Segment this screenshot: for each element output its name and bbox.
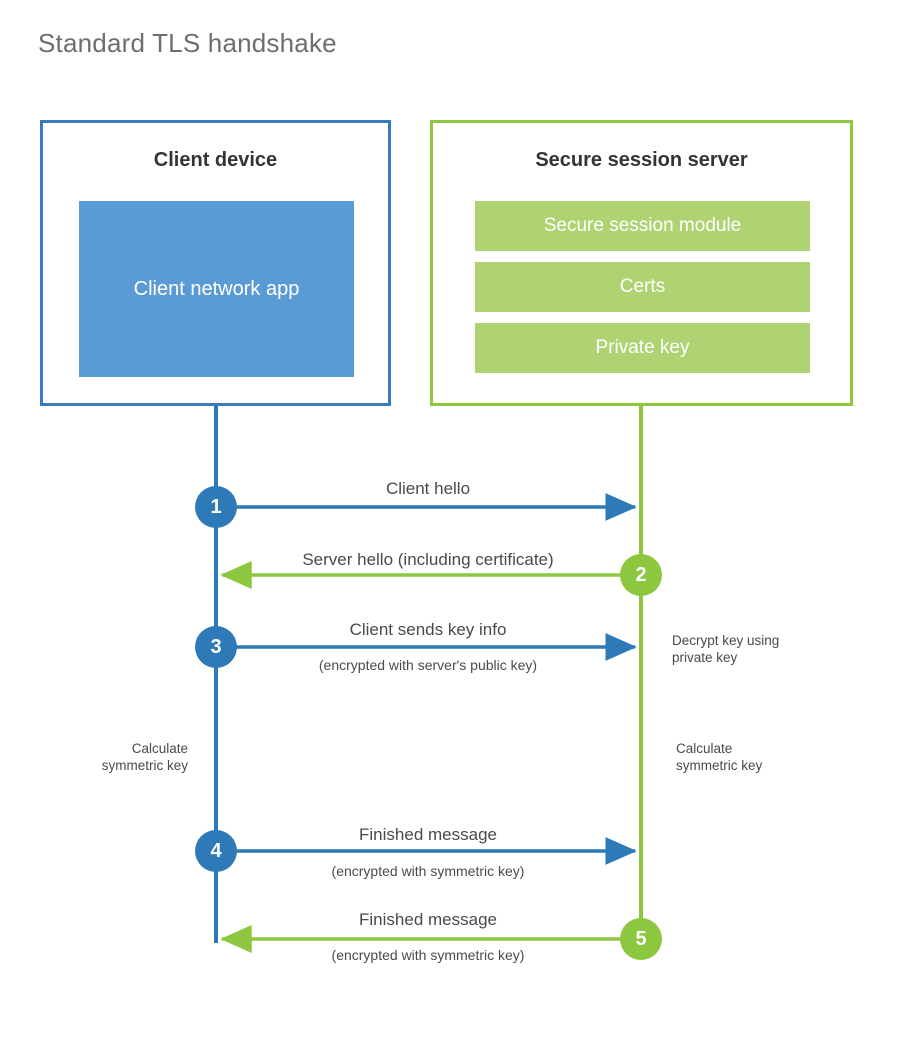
- page-title: Standard TLS handshake: [38, 28, 337, 58]
- step-circle-3[interactable]: 3: [195, 626, 237, 668]
- annotation-decrypt-key: Decrypt key using private key: [672, 633, 780, 665]
- message-sublabel-step-4: (encrypted with symmetric key): [331, 863, 525, 879]
- message-label-step-2: Server hello (including certificate): [302, 550, 554, 569]
- secure-session-server-box: Secure session server Secure session mod…: [430, 120, 853, 406]
- message-sublabel-step-3: (encrypted with server's public key): [318, 657, 538, 673]
- annotation-client-calculate-symmetric-key: Calculate symmetric key: [101, 741, 188, 773]
- step-circle-4[interactable]: 4: [195, 830, 237, 872]
- message-label-step-5: Finished message: [359, 910, 497, 929]
- client-lifeline: [214, 406, 218, 943]
- client-device-box: Client device Client network app: [40, 120, 391, 406]
- message-label-step-4: Finished message: [359, 825, 497, 844]
- step-circle-1[interactable]: 1: [195, 486, 237, 528]
- server-component-certs: Certs: [475, 262, 810, 312]
- server-component-private-key: Private key: [475, 323, 810, 373]
- message-label-step-3: Client sends key info: [349, 620, 507, 639]
- step-circle-2[interactable]: 2: [620, 554, 662, 596]
- server-component-list: Secure session module Certs Private key: [475, 201, 810, 384]
- server-component-secure-session-module: Secure session module: [475, 201, 810, 251]
- server-lifeline: [639, 406, 643, 939]
- client-network-app-block: Client network app: [79, 201, 354, 377]
- step-circle-5[interactable]: 5: [620, 918, 662, 960]
- annotation-server-calculate-symmetric-key: Calculate symmetric key: [676, 741, 763, 773]
- secure-session-server-title: Secure session server: [535, 149, 748, 171]
- message-label-step-1: Client hello: [385, 479, 471, 498]
- message-sublabel-step-5: (encrypted with symmetric key): [331, 947, 525, 963]
- client-device-title: Client device: [153, 149, 278, 171]
